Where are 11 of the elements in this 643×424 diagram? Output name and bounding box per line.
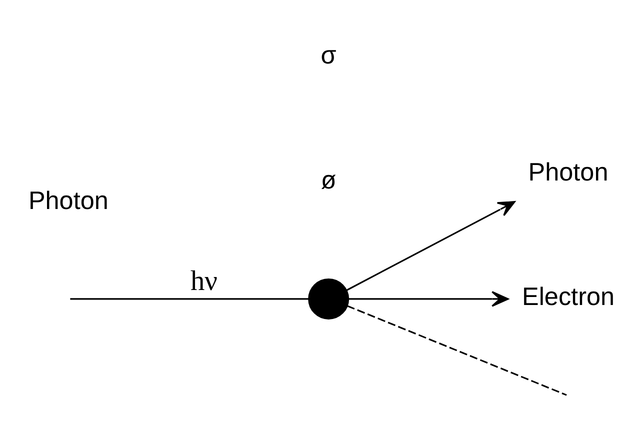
label: ø bbox=[320, 166, 336, 194]
node-text: Electron bbox=[522, 282, 615, 310]
arrow bbox=[348, 290, 509, 306]
edge-label: hν bbox=[190, 266, 218, 297]
arrow bbox=[346, 200, 516, 291]
node-text: Photon bbox=[528, 158, 608, 186]
label: Photon bbox=[28, 186, 108, 214]
connector bbox=[70, 298, 309, 300]
label: σ bbox=[320, 41, 336, 70]
node-circle bbox=[308, 278, 350, 319]
connector bbox=[346, 304, 567, 396]
